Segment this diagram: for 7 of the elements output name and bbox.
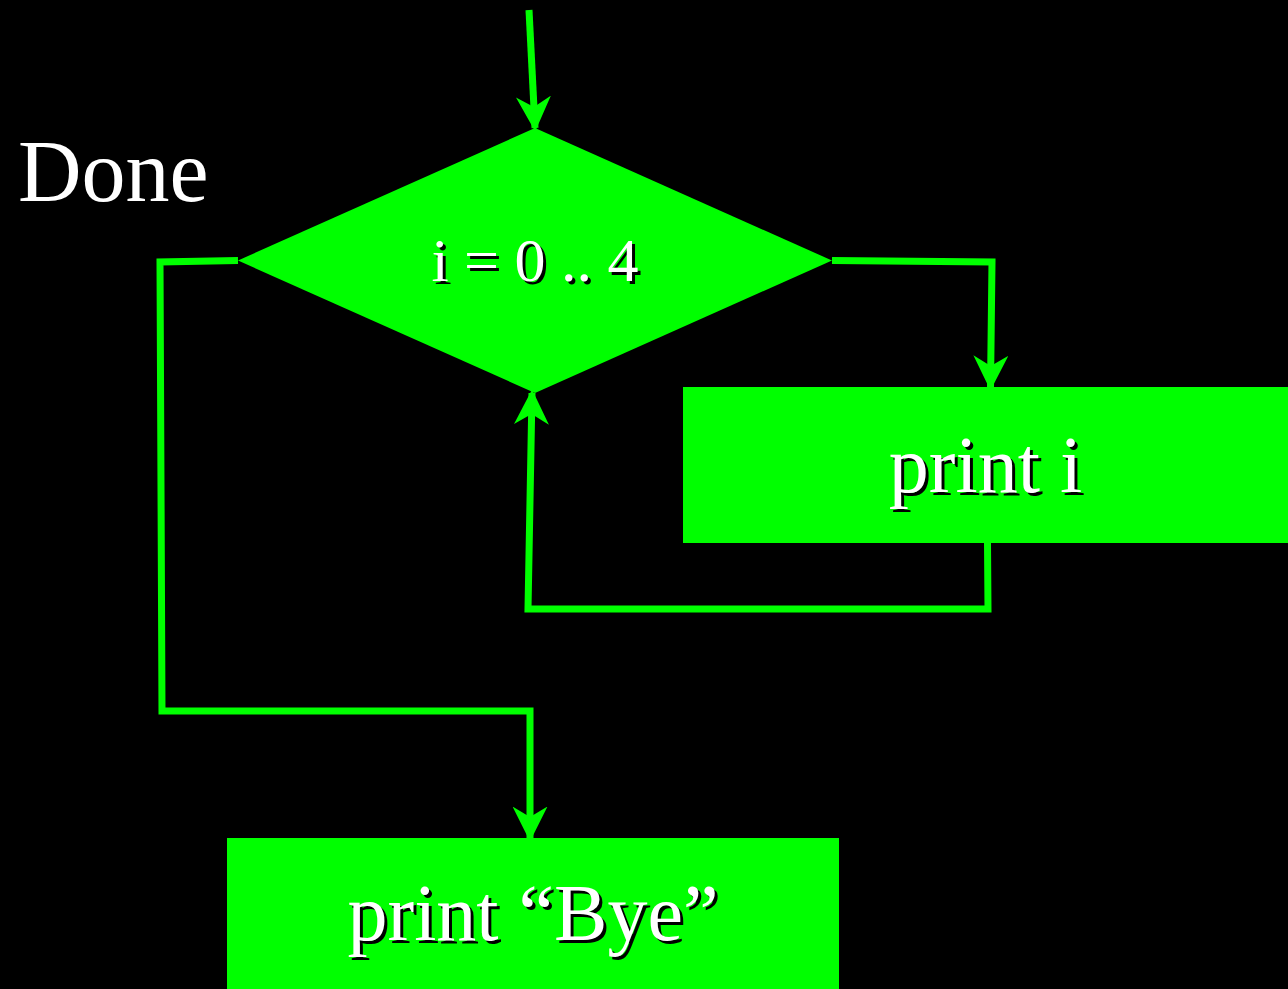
arrow bbox=[513, 389, 992, 613]
node-text: i = 0 .. 4 bbox=[431, 225, 639, 296]
node-text: print “Bye” bbox=[347, 868, 719, 959]
process-box bbox=[683, 387, 1288, 543]
arrow bbox=[515, 9, 551, 132]
node-text: print i bbox=[888, 419, 1083, 511]
process-box bbox=[227, 838, 839, 989]
